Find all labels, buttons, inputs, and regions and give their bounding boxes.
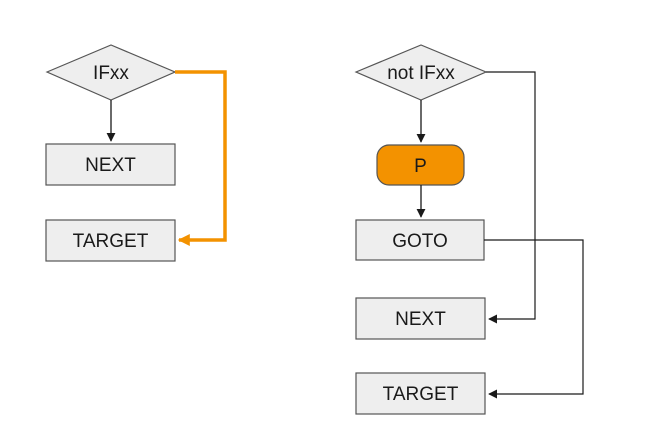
- left-target-box: TARGET: [45, 219, 176, 262]
- goto-to-target-arrow: [484, 239, 584, 399]
- right-condition-label: not IFxx: [387, 63, 455, 84]
- right-next-box: NEXT: [355, 297, 486, 340]
- left-flow: IFxx NEXT TARGET: [45, 44, 227, 262]
- goto-label: GOTO: [392, 231, 448, 252]
- left-next-label: NEXT: [85, 155, 136, 176]
- procedure-label: P: [414, 156, 427, 177]
- goto-box: GOTO: [355, 219, 485, 261]
- right-flow: not IFxx P GOTO NEXT TARGET: [354, 44, 584, 415]
- left-jump-arrow: [175, 70, 227, 246]
- right-condition-diamond: not IFxx: [354, 44, 488, 101]
- left-condition-diamond: IFxx: [45, 44, 177, 101]
- left-condition-label: IFxx: [93, 63, 129, 84]
- right-next-label: NEXT: [395, 309, 446, 330]
- procedure-box: P: [376, 144, 465, 186]
- right-target-label: TARGET: [383, 384, 459, 405]
- left-target-label: TARGET: [73, 231, 149, 252]
- right-condition-to-next-arrow: [486, 71, 536, 324]
- left-next-box: NEXT: [45, 143, 176, 186]
- right-target-box: TARGET: [355, 372, 486, 415]
